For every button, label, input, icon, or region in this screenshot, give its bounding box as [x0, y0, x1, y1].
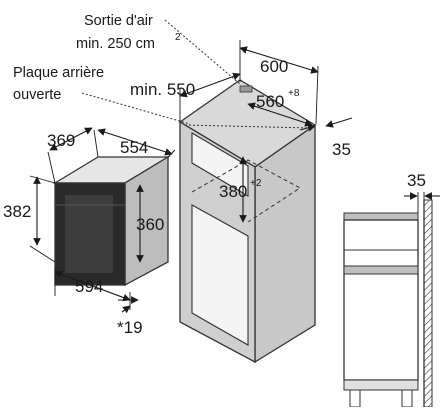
back-panel-label: Plaque arrière: [13, 65, 104, 81]
dim-560: 560: [256, 92, 284, 111]
appliance-dimension-labels: 369 554 382 360 594 *19: [3, 131, 164, 337]
dim-380-tolerance: +2: [250, 178, 262, 189]
dim-35-side: 35: [407, 171, 426, 190]
dim-560-tolerance: +8: [288, 88, 300, 99]
air-outlet-area-superscript: 2: [175, 32, 181, 43]
air-outlet-label: Sortie d'air: [84, 13, 153, 29]
air-outlet-area-label: min. 250 cm: [76, 36, 155, 52]
cabinet-dimension-labels: 600 min. 550 560 +8 35 380 +2: [130, 57, 351, 201]
dim-594: 594: [75, 277, 103, 296]
cabinet-dimensions: [179, 40, 353, 223]
appliance-dimensions: [29, 127, 176, 314]
dim-369: 369: [47, 131, 75, 150]
back-panel-open-label: ouverte: [13, 87, 61, 103]
dim-380: 380: [219, 182, 247, 201]
annotations: Sortie d'air min. 250 cm 2 Plaque arrièr…: [13, 13, 241, 125]
cabinet-drawing: [178, 79, 317, 364]
dim-19: *19: [117, 318, 143, 337]
dim-600: 600: [260, 57, 288, 76]
side-view-drawing: [343, 192, 440, 408]
appliance-drawing: [52, 155, 171, 287]
dim-35-cabinet: 35: [332, 140, 351, 159]
dim-360: 360: [136, 215, 164, 234]
dim-min-550: min. 550: [130, 80, 195, 99]
dim-382: 382: [3, 202, 31, 221]
dim-554: 554: [120, 138, 148, 157]
